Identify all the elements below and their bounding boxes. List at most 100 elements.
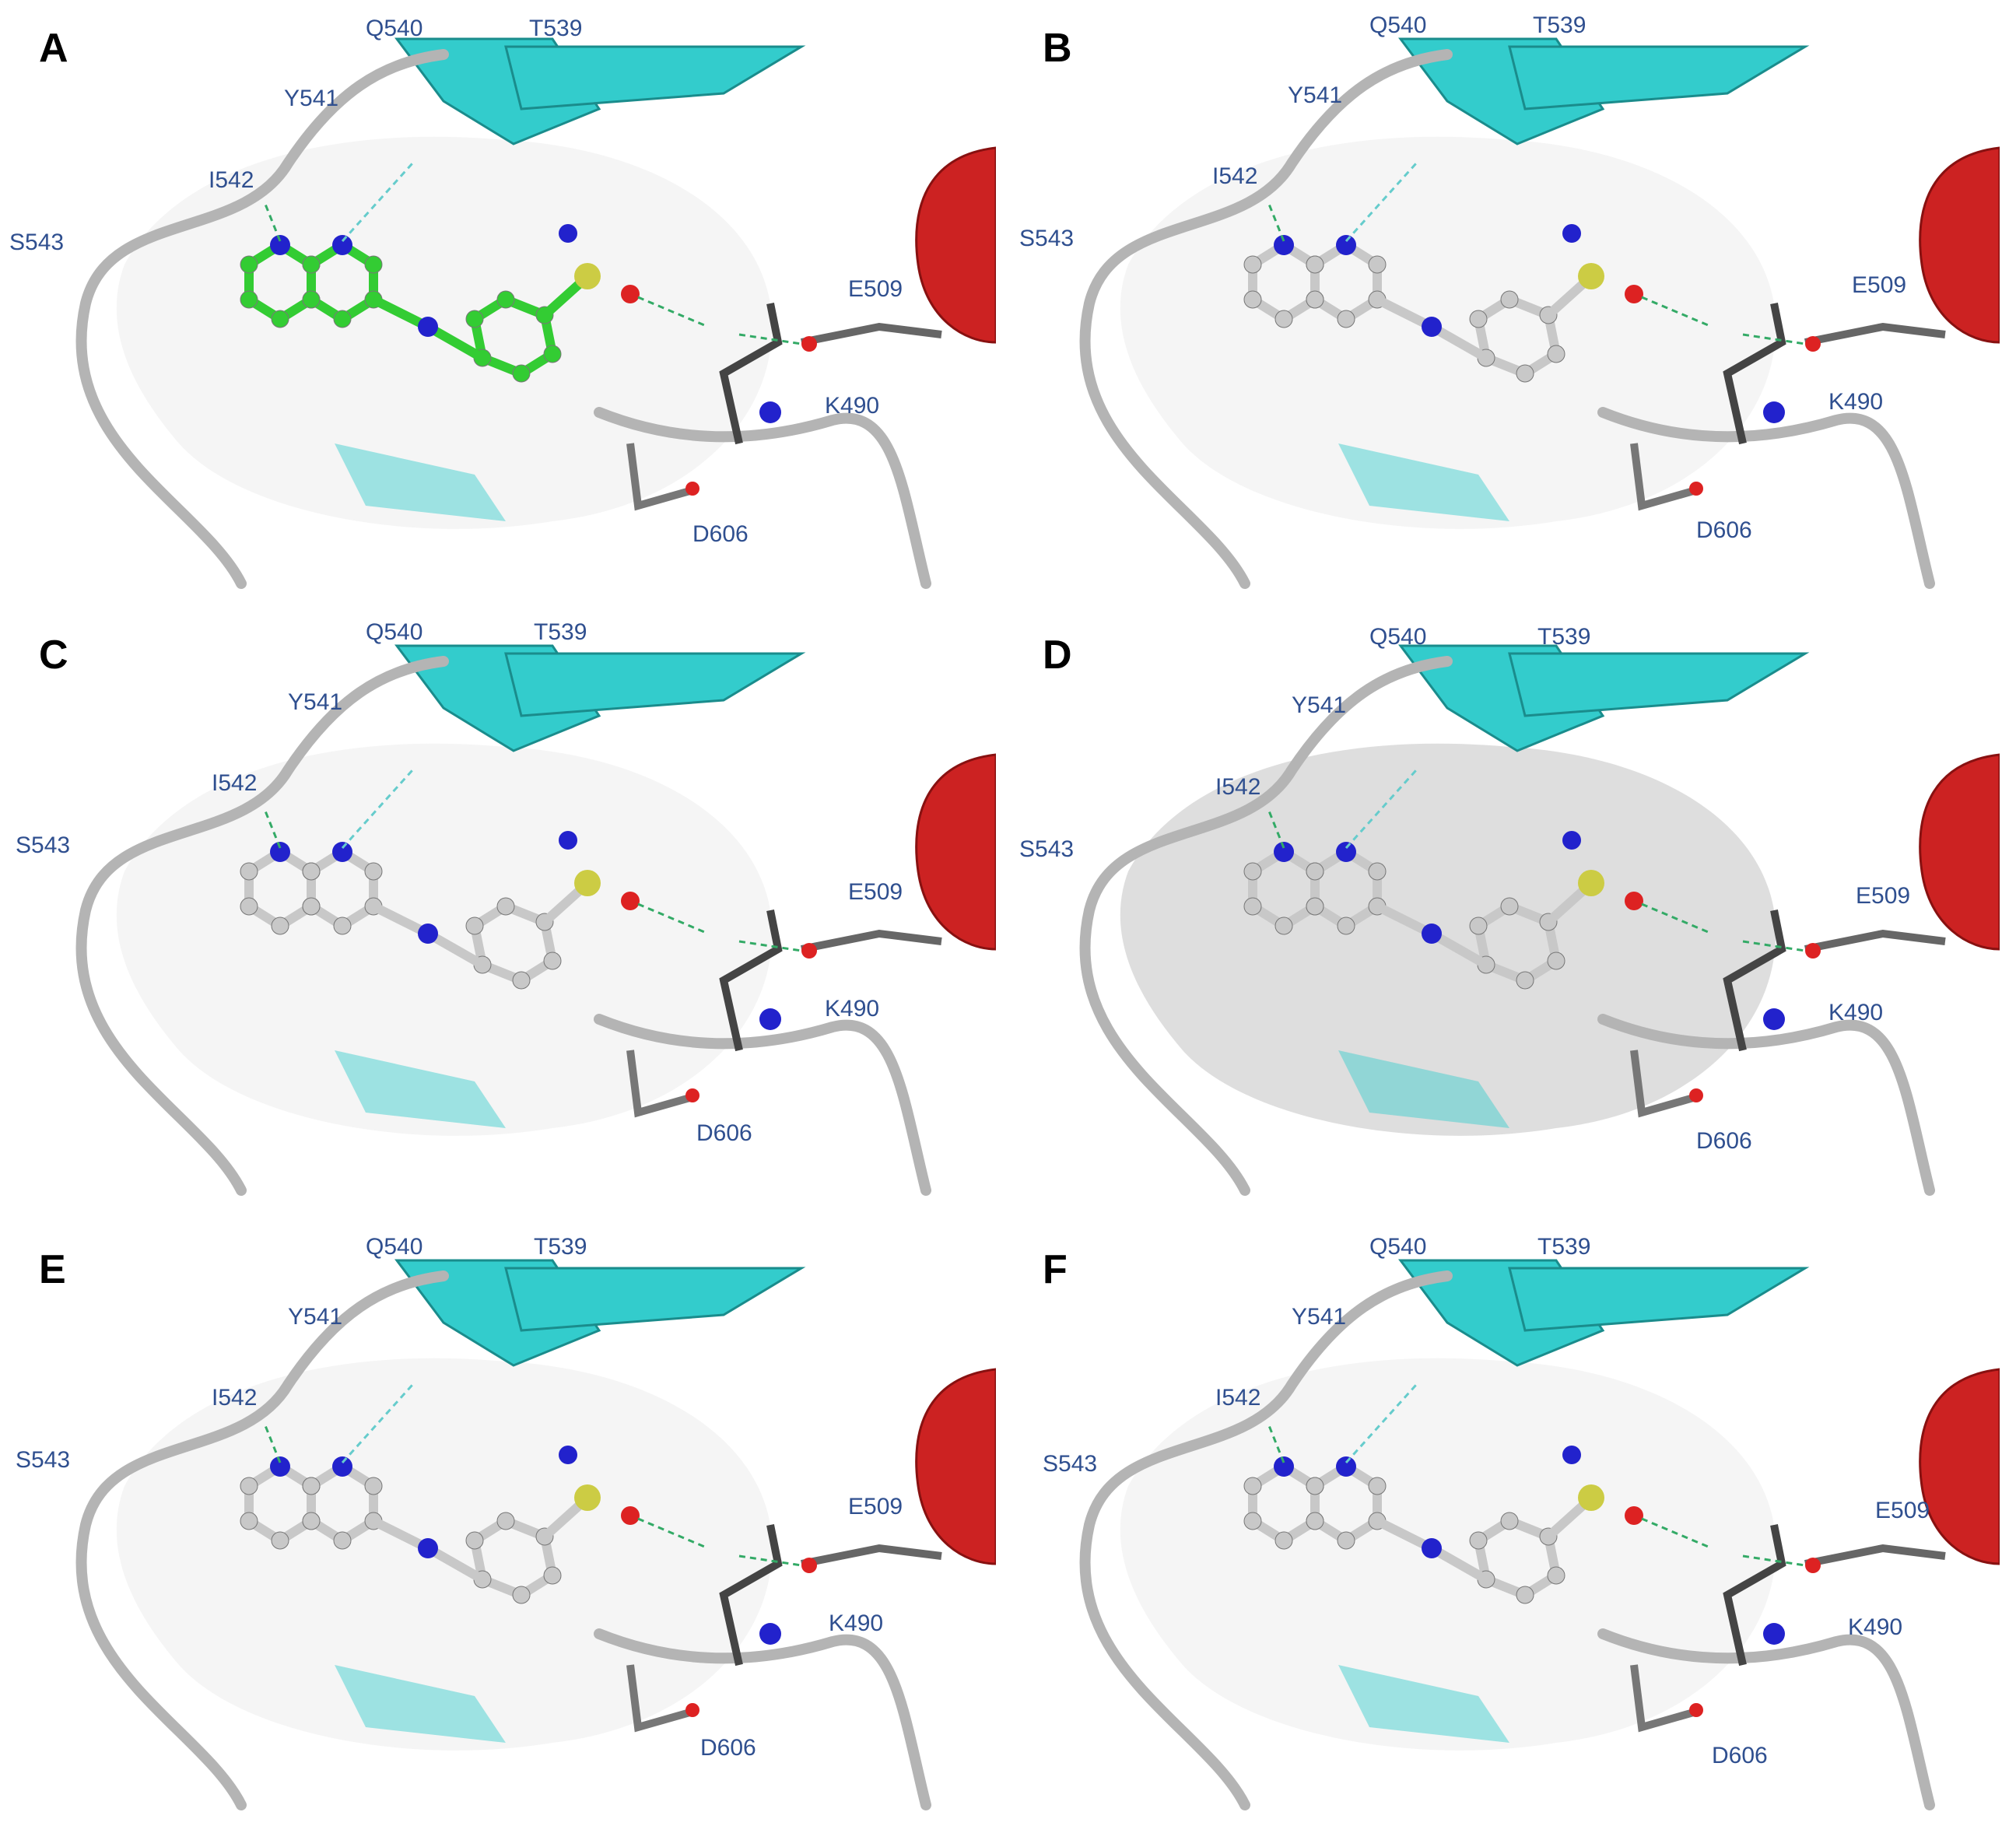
ligand-bond [1375,295,1434,331]
ligand-bond [1544,883,1591,926]
ligand-atom [465,310,484,328]
nitrogen-atom [1274,1456,1294,1477]
panel-letter: B [1043,26,1072,71]
label-s543: S543 [1043,1451,1098,1477]
asp-sidechain [626,1664,694,1733]
panel-e-structure [75,1259,996,1810]
panel-f-structure [1079,1259,2000,1810]
ligand-atom [302,290,321,309]
alpha-helix [1919,1368,2000,1565]
beta-strand-ribbon [1508,652,1810,717]
contact-line [341,1383,414,1464]
label-e509: E509 [1856,883,1911,909]
label-k490: K490 [825,996,880,1022]
ligand-atom [271,310,289,328]
ligand-atom [240,1512,258,1530]
ligand-atom [240,290,258,309]
label-d606: D606 [1696,517,1752,543]
oxygen-atom [1689,1703,1703,1717]
sulfur-atom [1578,870,1604,896]
panel-letter: E [39,1247,66,1292]
ligand-bond [371,295,430,331]
label-k490: K490 [1848,1614,1903,1640]
label-y541: Y541 [1292,1304,1347,1330]
ligand-atom [1368,1477,1387,1495]
lys-sidechain [719,909,783,1052]
nitrogen-atom [759,1008,781,1030]
contact-line [1345,1383,1418,1464]
oxygen-atom [801,1558,817,1573]
label-t539: T539 [529,16,583,41]
hbond-line [263,1423,282,1463]
label-q540: Q540 [366,16,423,41]
label-q540: Q540 [1369,624,1427,650]
sulfur-atom [1578,1484,1604,1511]
panel-b: B Q540 T539 Y541 I542 S543 E509 K490 D60… [1012,8,2000,591]
asp-sidechain [626,443,694,511]
ligand-atom [302,255,321,274]
beta-strand-ribbon [1508,45,1810,110]
nitrogen-atom [759,1623,781,1645]
nitrogen-atom [270,1456,290,1477]
backbone-loop [75,656,449,1196]
ligand-atom [333,917,352,935]
nitrogen-atom [270,235,290,255]
ligand-atom [465,917,484,935]
oxygen-atom [1689,1088,1703,1102]
panel-a-structure [75,37,996,589]
panel-f: F Q540 T539 Y541 I542 S543 E509 K490 D60… [1012,1229,2000,1813]
ligand-bond [541,1498,587,1540]
nitrogen-atom [1274,235,1294,255]
oxygen-atom [685,482,699,496]
ligand-atom [1516,1586,1534,1604]
label-s543: S543 [16,832,71,858]
nitrogen-atom [559,831,577,850]
lys-sidechain [719,1524,783,1667]
asp-sidechain [626,1050,694,1118]
nitrogen-atom [1562,224,1581,243]
label-i542: I542 [212,1385,258,1411]
label-t539: T539 [1537,624,1591,650]
ligand-atom [240,897,258,916]
label-t539: T539 [1533,12,1587,38]
backbone-loop [594,1628,931,1810]
ligand-atom [333,310,352,328]
ligand-bond [541,276,587,319]
nitrogen-atom [1763,1623,1785,1645]
label-k490: K490 [829,1610,884,1636]
beta-strand-ribbon [335,443,506,521]
beta-strand-ribbon [335,1665,506,1743]
nitrogen-atom [332,1456,352,1477]
nitrogen-atom [1274,842,1294,862]
nitrogen-atom [559,224,577,243]
ligand-bond [1544,276,1591,319]
ligand-atom [364,1477,383,1495]
nitrogen-atom [1336,235,1356,255]
label-i542: I542 [1215,774,1261,800]
oxygen-atom [801,943,817,959]
ligand-atom [1243,290,1262,309]
sulfur-atom [574,263,601,289]
oxygen-atom [1805,1558,1821,1573]
label-t539: T539 [534,619,587,645]
label-q540: Q540 [366,1234,423,1260]
ligand-atom [496,897,515,916]
ligand-atom [1368,862,1387,881]
alpha-helix [915,146,996,344]
hbond-line [1267,808,1285,849]
label-q540: Q540 [1369,1234,1427,1260]
label-y541: Y541 [288,689,343,715]
ligand-atom [1337,1531,1355,1550]
beta-strand-ribbon [1338,443,1509,521]
backbone-loop [594,407,931,589]
backbone-loop [594,1014,931,1196]
ligand-atom [271,1531,289,1550]
beta-strand-ribbon [504,652,806,717]
nitrogen-atom [1422,317,1442,337]
nitrogen-atom [1763,1008,1785,1030]
hbond-line [1267,202,1285,242]
lys-sidechain [1723,303,1786,445]
nitrogen-atom [559,1446,577,1464]
ligand-atom [1500,1512,1519,1530]
contact-line [341,769,414,850]
